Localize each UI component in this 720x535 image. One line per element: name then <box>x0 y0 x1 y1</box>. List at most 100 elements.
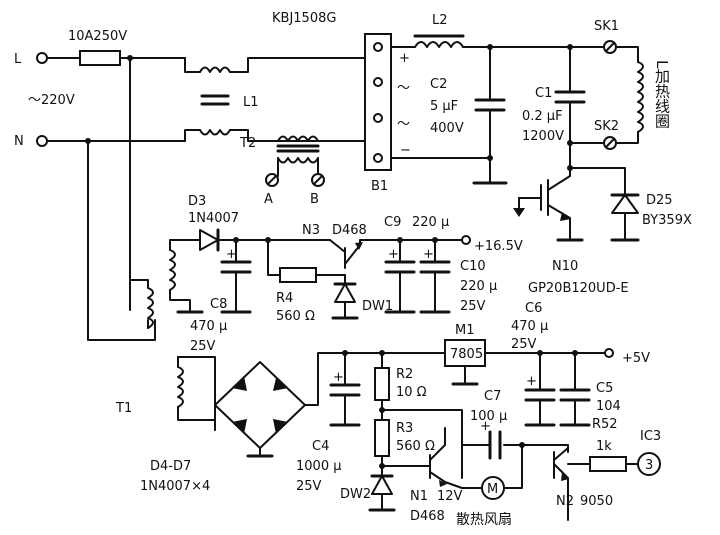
n3-part: D468 <box>332 223 367 238</box>
pos-5v-terminal <box>604 348 614 358</box>
ic3-pin-number: 3 <box>645 458 653 473</box>
r4 <box>279 267 317 283</box>
bridge-ac1: ～ <box>397 81 410 96</box>
n1-voltage: 12V <box>437 489 463 504</box>
fan-label: 散热风扇 <box>456 512 512 528</box>
dc-bus: L2 C2 5 μF 400V <box>390 13 611 185</box>
regulator-m1: 7805 M1 +5V C6 470 μ 25V + C5 104 <box>444 301 650 427</box>
regulator-part: 7805 <box>450 347 483 362</box>
c6-voltage: 25V <box>511 337 537 352</box>
svg-text:+: + <box>388 247 399 262</box>
rectifier-refs: D4-D7 <box>150 459 191 474</box>
r3-value: 560 Ω <box>396 439 435 454</box>
choke-l1: L1 <box>184 57 366 142</box>
transformer-t2: T2 A B <box>239 135 325 207</box>
bridge-minus: − <box>400 143 411 158</box>
c8-ref: C8 <box>210 297 227 312</box>
inductor-l2-label: L2 <box>432 13 448 28</box>
resonant-tank: SK1 L加热线圈 SK2 C1 0.2 μF 1200V <box>522 19 671 171</box>
r2 <box>374 367 390 401</box>
c9-value: 220 μ <box>412 215 449 230</box>
r2-value: 10 Ω <box>396 385 427 400</box>
svg-text:+: + <box>226 247 237 262</box>
neutral-terminal-label: N <box>14 134 24 149</box>
igbt-n10: N10 GP20B120UD-E D25 BY359X <box>513 167 692 296</box>
c4: + C4 1000 μ 25V <box>296 350 361 494</box>
d3-ref: D3 <box>188 194 206 209</box>
fan-control-n2: R52 1k 3 IC3 N2 9050 <box>539 417 661 521</box>
t2-tap-a-label: A <box>264 192 273 207</box>
supply-16v5: D3 1N4007 + C8 470 μ 25V R4 560 Ω N3 D46… <box>179 194 523 354</box>
pos-5v-label: +5V <box>622 351 650 366</box>
mains-input: L N ～220V 10A250V <box>14 29 186 341</box>
sk1-label: SK1 <box>594 19 619 34</box>
igbt-part: GP20B120UD-E <box>528 281 629 296</box>
pos-16v5-terminal <box>461 235 471 245</box>
r4-ref: R4 <box>276 291 293 306</box>
c10-ref: C10 <box>460 259 486 274</box>
svg-text:+: + <box>423 247 434 262</box>
pos-16v5-label: +16.5V <box>474 239 523 254</box>
fan-motor-symbol: M <box>487 482 498 497</box>
c8-voltage: 25V <box>190 339 216 354</box>
rectifier-part: 1N4007×4 <box>140 479 210 494</box>
c8-value: 470 μ <box>190 319 227 334</box>
r52 <box>589 456 627 472</box>
n3-ref: N3 <box>302 223 320 238</box>
line-terminal-label: L <box>14 52 22 67</box>
n2-part: 9050 <box>580 494 613 509</box>
fan-driver: R2 10 Ω R3 560 Ω DW2 N1 D468 12V <box>340 350 463 524</box>
c4-voltage: 25V <box>296 479 322 494</box>
rectifier-d4-d7: D4-D7 1N4007×4 <box>140 352 446 494</box>
cooling-fan: M 散热风扇 <box>456 444 523 528</box>
c6-ref: C6 <box>525 301 542 316</box>
bridge-plus: + <box>399 51 410 66</box>
r52-value: 1k <box>596 439 612 454</box>
bridge-part-number: KBJ1508G <box>272 11 336 26</box>
neutral-terminal <box>36 135 48 147</box>
c2-ref: C2 <box>430 77 447 92</box>
sk2-label: SK2 <box>594 119 619 134</box>
bridge-rectifier-b1: KBJ1508G + ～ ～ − B1 <box>272 11 411 194</box>
supply-voltage-label: ～220V <box>28 93 75 108</box>
d3-part: 1N4007 <box>188 211 239 226</box>
bridge-ac2: ～ <box>397 117 410 132</box>
svg-text:+: + <box>526 374 537 389</box>
t2-tap-b-label: B <box>310 192 319 207</box>
ic3-ref: IC3 <box>640 429 661 444</box>
n1-part: D468 <box>410 509 445 524</box>
c2-value: 5 μF <box>430 99 458 114</box>
c1-voltage: 1200V <box>522 129 564 144</box>
r3-ref: R3 <box>396 421 413 436</box>
svg-text:+: + <box>333 370 344 385</box>
c4-ref: C4 <box>312 439 329 454</box>
c5-ref: C5 <box>596 381 613 396</box>
r2-ref: R2 <box>396 367 413 382</box>
bridge-ref: B1 <box>371 179 388 194</box>
igbt-ref: N10 <box>552 259 578 274</box>
line-terminal <box>36 52 48 64</box>
heating-coil-label: L加热线圈 <box>653 60 671 129</box>
c1-value: 0.2 μF <box>522 109 563 124</box>
dw2-ref: DW2 <box>340 487 371 502</box>
ic3-pin <box>637 452 661 476</box>
c10-value: 220 μ <box>460 279 497 294</box>
choke-l1-label: L1 <box>243 95 259 110</box>
regulator-ref: M1 <box>455 323 475 338</box>
n2-ref: N2 <box>556 494 574 509</box>
d25-ref: D25 <box>646 193 673 208</box>
d25-part: BY359X <box>642 213 692 228</box>
c5-value: 104 <box>596 399 621 414</box>
c7-ref: C7 <box>484 389 501 404</box>
c9-ref: C9 <box>384 215 401 230</box>
t1-label: T1 <box>115 401 132 416</box>
r4-value: 560 Ω <box>276 309 315 324</box>
fuse-rating: 10A250V <box>68 29 127 44</box>
c7-value: 100 μ <box>470 409 507 424</box>
dw1-ref: DW1 <box>362 299 393 314</box>
c1-ref: C1 <box>535 86 552 101</box>
n1-ref: N1 <box>410 489 428 504</box>
svg-text:+: + <box>480 419 491 434</box>
c7: + C7 100 μ <box>461 389 541 460</box>
